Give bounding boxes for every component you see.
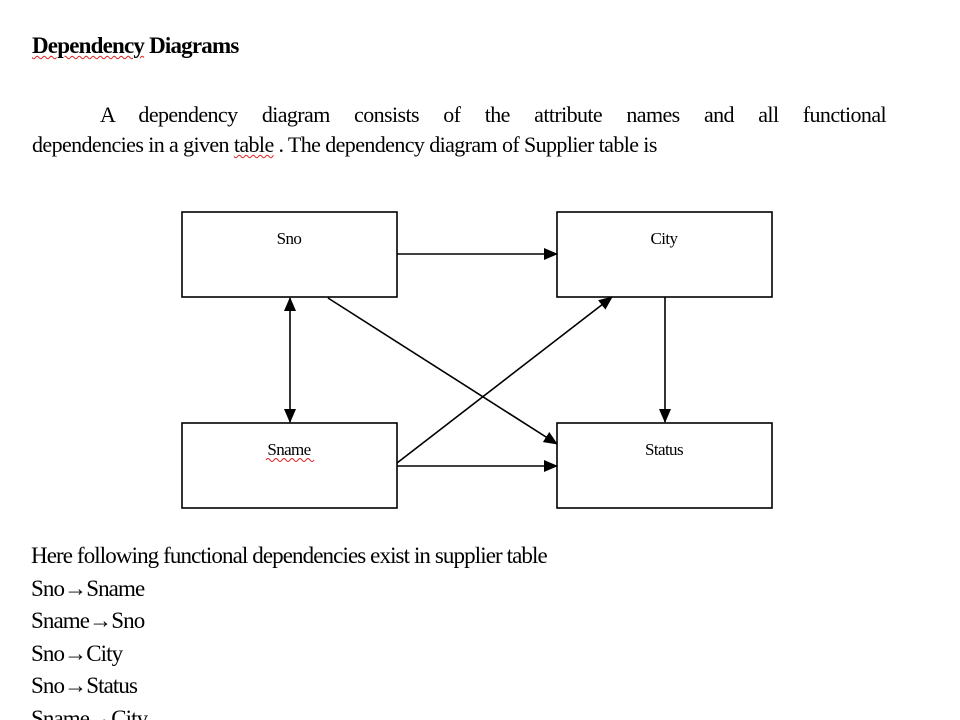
node-box-sno <box>181 211 398 298</box>
functional-dependencies-section: Here following functional dependencies e… <box>31 540 548 720</box>
paragraph-line-2-start: dependencies in a given <box>32 132 234 157</box>
node-label-city: City <box>651 229 679 248</box>
fd-item: Sno→Sname <box>31 575 145 601</box>
node-label-status: Status <box>645 440 683 459</box>
intro-paragraph: A dependency diagram consists of the att… <box>32 100 887 160</box>
paragraph-line-2-end: . The dependency diagram of Supplier tab… <box>273 132 658 157</box>
fd-item: Sno→Status <box>31 673 138 698</box>
fd-item: Sname→Sno <box>31 608 145 633</box>
node-label-sno: Sno <box>277 229 302 248</box>
arrow-sno-to-status <box>327 297 558 445</box>
fd-intro-text: Here following functional dependencies e… <box>31 543 548 568</box>
node-box-sname <box>181 422 398 509</box>
heading-word-dependency: Dependency <box>32 33 145 58</box>
paragraph-line-2: dependencies in a given table . The depe… <box>32 130 886 160</box>
node-box-status <box>556 422 773 509</box>
fd-item: Sno→City <box>31 640 123 666</box>
paragraph-line-1: A dependency diagram consists of the att… <box>100 102 887 127</box>
paragraph-word-table: table <box>233 132 274 157</box>
spellcheck-squiggle <box>265 458 315 462</box>
heading-word-diagrams: Diagrams <box>144 33 239 58</box>
document-heading: Dependency Diagrams <box>32 33 239 59</box>
node-box-city <box>556 211 773 298</box>
node-label-sname: Sname <box>267 440 310 459</box>
arrow-sname-to-city <box>396 296 613 464</box>
fd-item: Sname→City <box>31 705 148 720</box>
